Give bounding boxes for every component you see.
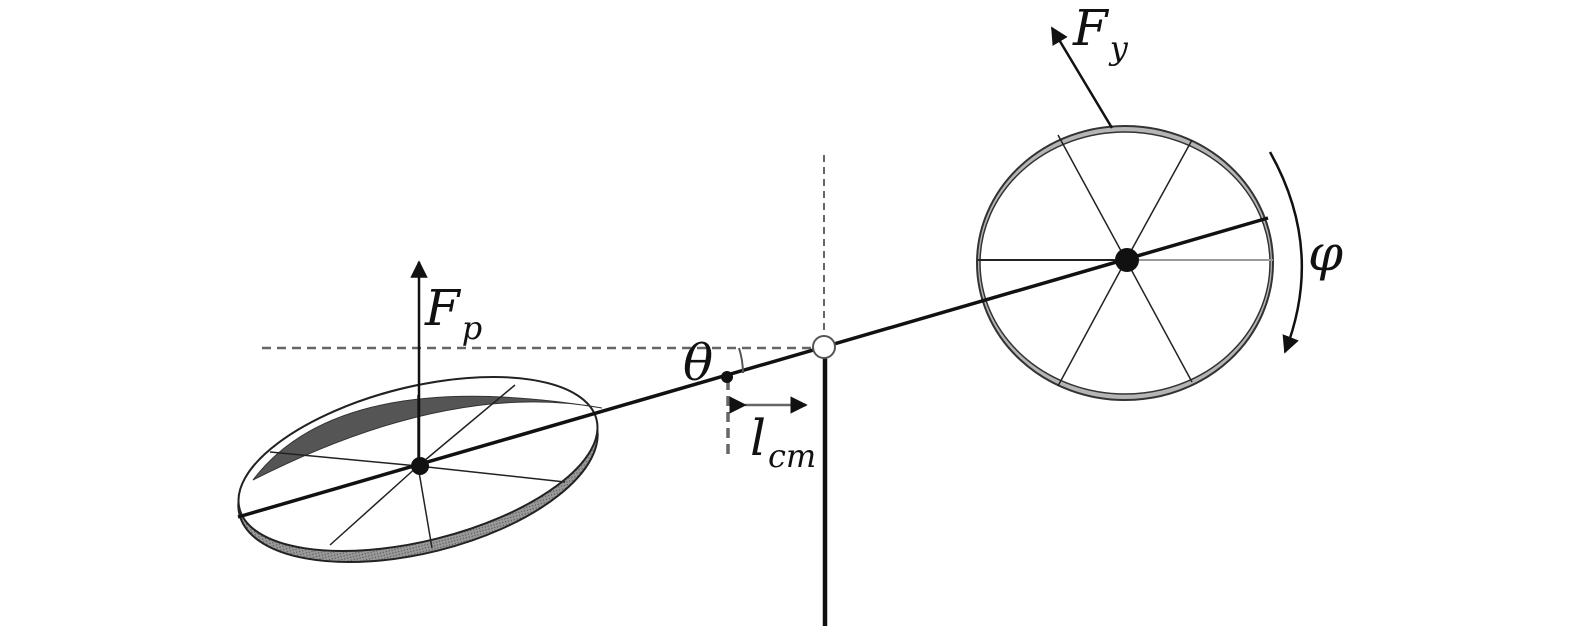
pitch-disc-spoke bbox=[417, 465, 433, 549]
pitch-disc-spoke bbox=[417, 465, 566, 483]
yaw-angle-label: φ bbox=[1308, 224, 1343, 282]
reference-guides bbox=[262, 155, 825, 458]
pivot-joint bbox=[812, 335, 836, 359]
yaw-hub bbox=[1115, 248, 1139, 272]
prop-force-label: Fp bbox=[424, 279, 482, 347]
center-of-mass-point bbox=[721, 371, 733, 383]
yaw-rotation-arrow bbox=[1268, 151, 1304, 354]
yaw-disc-spoke bbox=[1057, 259, 1127, 387]
pitch-disc-spoke bbox=[417, 384, 516, 467]
pitch-angle-label: θ bbox=[683, 334, 713, 392]
pitch-disc-spoke bbox=[269, 451, 419, 467]
main-beam bbox=[237, 216, 1269, 519]
pitch-angle-arc bbox=[738, 347, 744, 374]
yaw-force-arrow bbox=[1050, 26, 1114, 129]
yaw-disc-spoke bbox=[1057, 134, 1127, 261]
pitch-disc-spoke bbox=[329, 465, 419, 546]
yaw-force-label: Fy bbox=[1072, 0, 1129, 67]
cm-distance-label: lcm bbox=[750, 409, 816, 475]
yaw-disc-spoke bbox=[1125, 259, 1193, 383]
yaw-disc-spoke bbox=[1125, 139, 1193, 261]
pitch-disc-top-rim bbox=[252, 395, 603, 481]
